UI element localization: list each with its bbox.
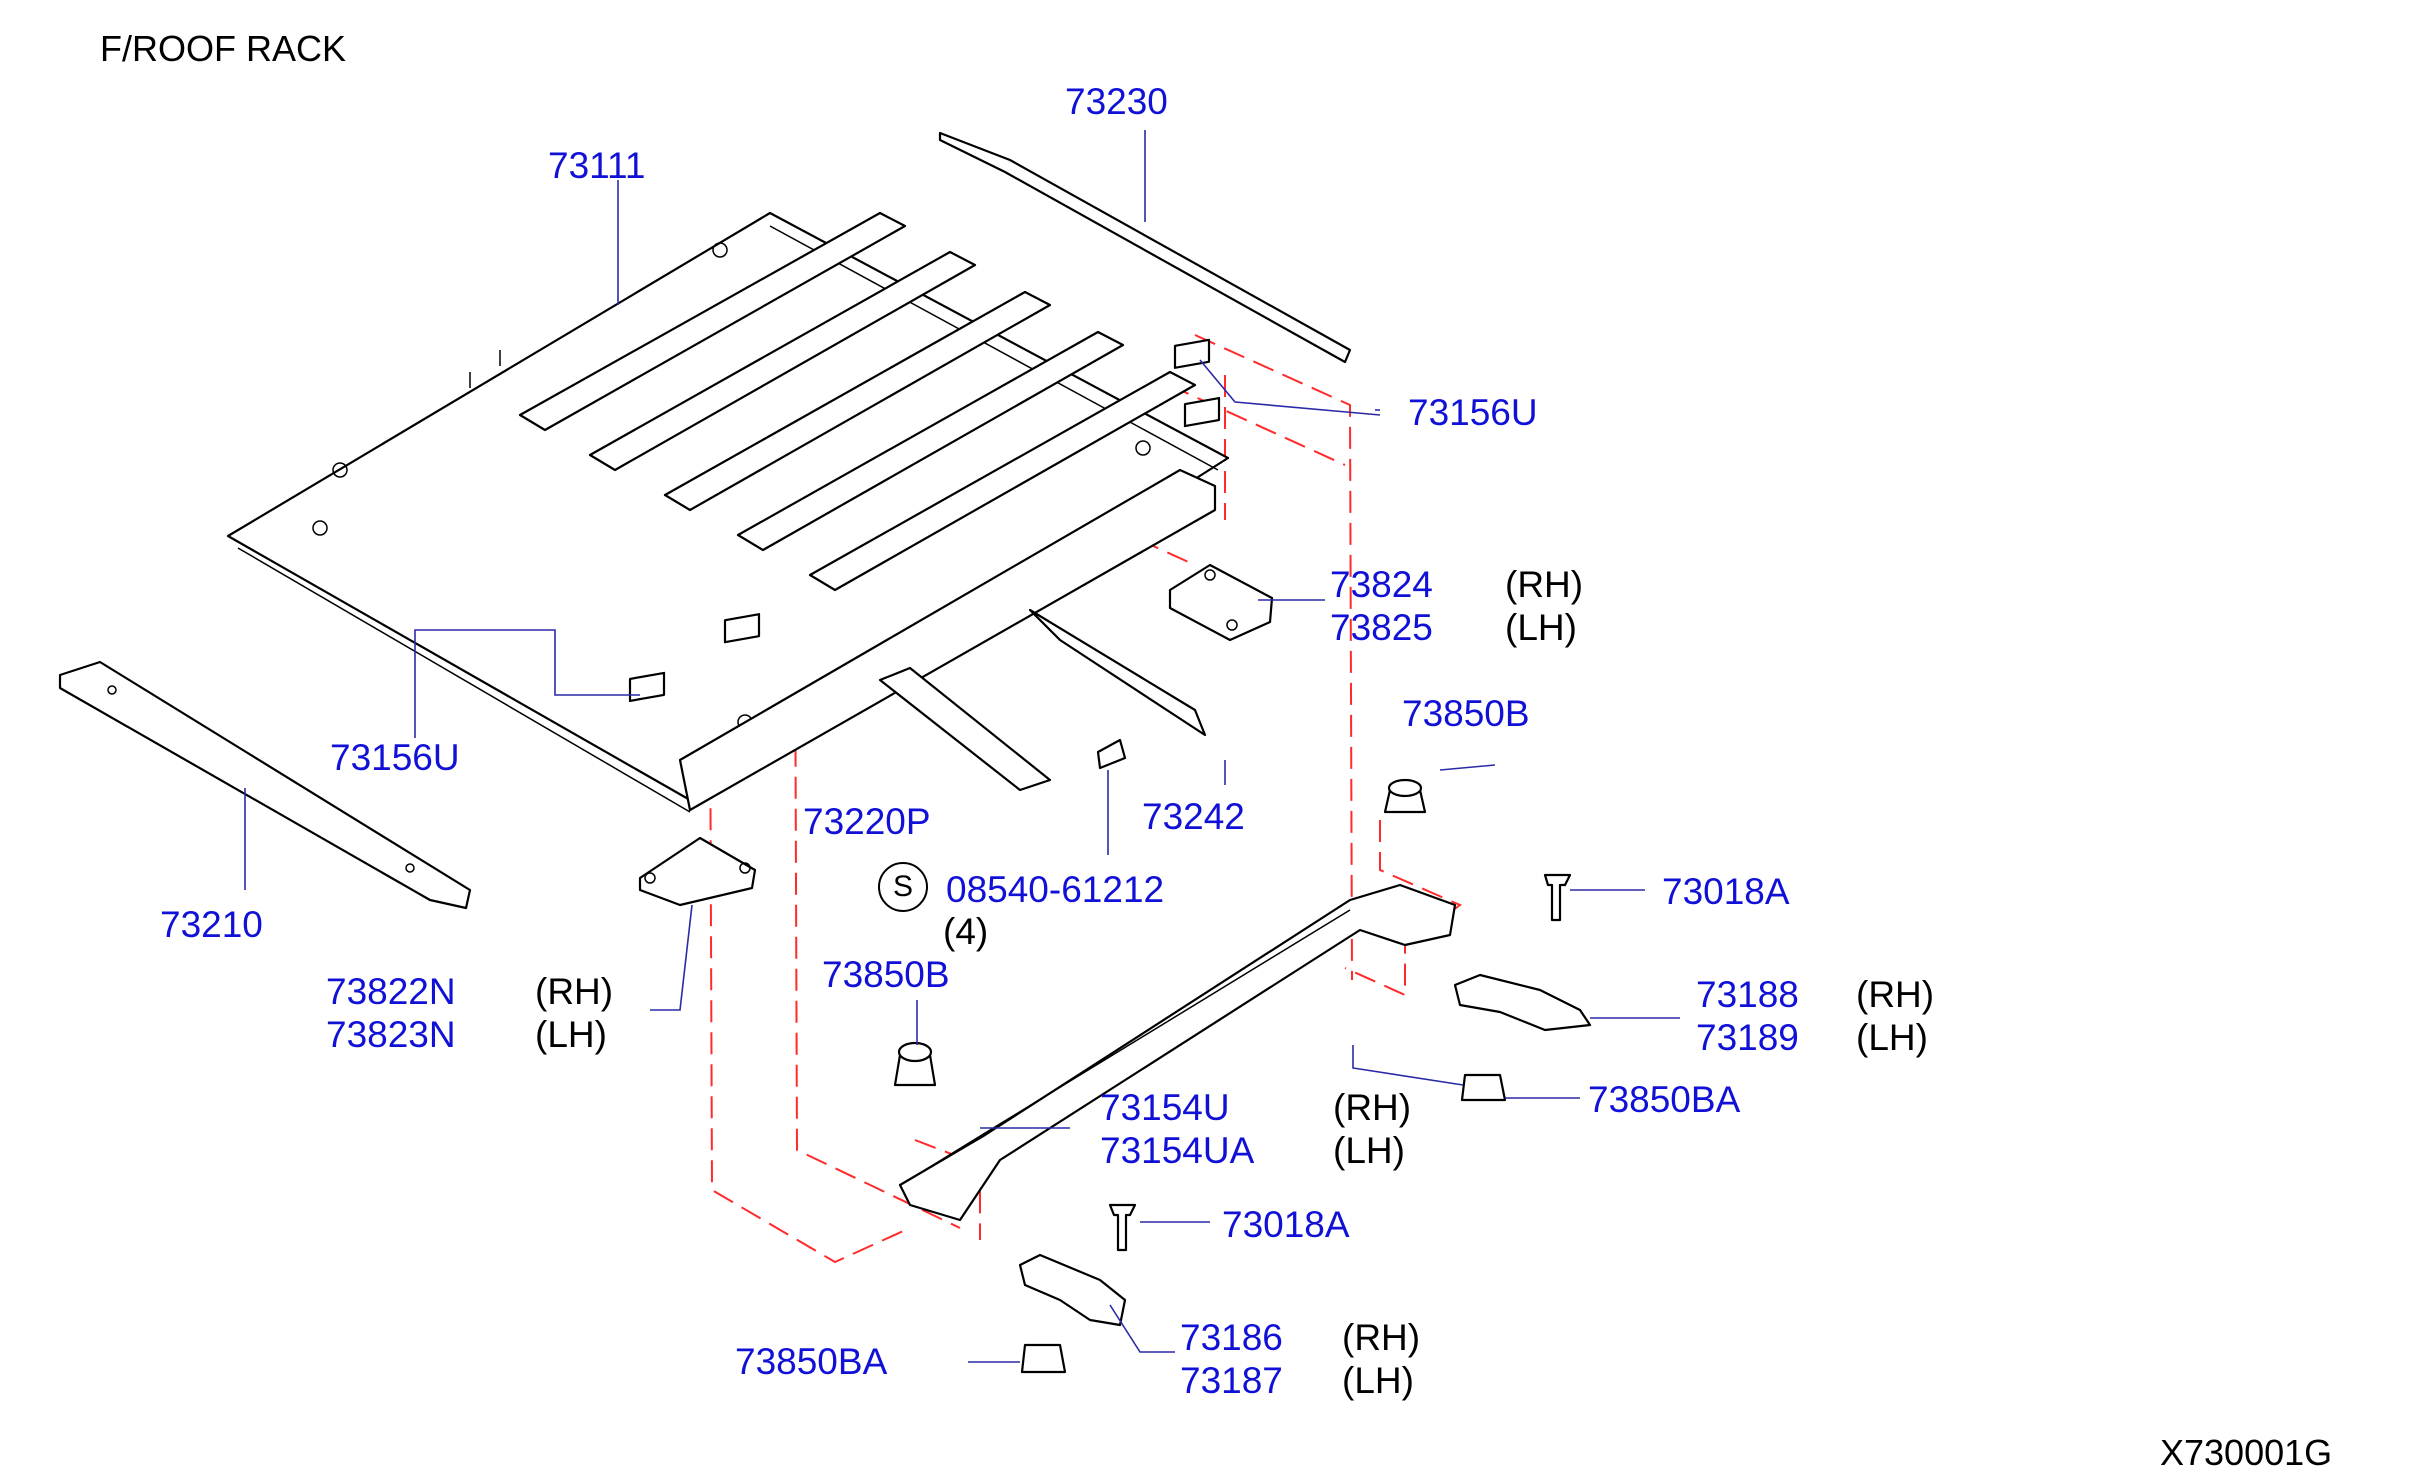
- callout-73154ua[interactable]: 73154UA: [1100, 1130, 1255, 1171]
- callout-73154u[interactable]: 73154U: [1100, 1087, 1230, 1128]
- standard-part-symbol: S: [878, 862, 928, 912]
- front-bracket-left: [638, 836, 757, 907]
- side-rh-73188: (RH): [1856, 974, 1935, 1015]
- side-lh-73187: (LH): [1342, 1360, 1414, 1401]
- callout-73186[interactable]: 73186: [1180, 1317, 1283, 1358]
- callout-73111[interactable]: 73111: [548, 145, 646, 186]
- side-lh-73823n: (LH): [535, 1014, 607, 1055]
- diagram-code: X730001G: [2160, 1432, 2333, 1473]
- callout-73220p[interactable]: 73220P: [803, 801, 931, 842]
- side-rh-73154u: (RH): [1333, 1087, 1412, 1128]
- callout-73823n[interactable]: 73823N: [326, 1014, 456, 1055]
- diagram-title: F/ROOF RACK: [100, 28, 347, 69]
- callout-73822n[interactable]: 73822N: [326, 971, 456, 1012]
- side-rh-73824: (RH): [1505, 564, 1584, 605]
- callout-73210[interactable]: 73210: [160, 904, 263, 945]
- callout-73018a-right[interactable]: 73018A: [1662, 871, 1790, 912]
- callout-73242[interactable]: 73242: [1142, 796, 1245, 837]
- callout-73187[interactable]: 73187: [1180, 1360, 1283, 1401]
- side-rh-73186: (RH): [1342, 1317, 1421, 1358]
- roof-rack-rail: [898, 883, 1457, 1222]
- callout-73850b-top[interactable]: 73850B: [1402, 693, 1530, 734]
- front-bracket-right: [1168, 563, 1274, 642]
- callout-73824[interactable]: 73824: [1330, 564, 1433, 605]
- rear-header: [58, 660, 472, 910]
- front-header-strip: [938, 131, 1352, 364]
- callout-73850b-mid[interactable]: 73850B: [822, 954, 950, 995]
- quantity-label: (4): [943, 911, 989, 952]
- side-lh-73189: (LH): [1856, 1017, 1928, 1058]
- callout-73156u-left[interactable]: 73156U: [330, 737, 460, 778]
- callout-73188[interactable]: 73188: [1696, 974, 1799, 1015]
- fasteners: [893, 738, 1572, 1374]
- callout-73018a-bottom[interactable]: 73018A: [1222, 1204, 1350, 1245]
- callout-73850ba-right[interactable]: 73850BA: [1588, 1079, 1741, 1120]
- callout-73230[interactable]: 73230: [1065, 81, 1168, 122]
- callout-08540-61212[interactable]: 08540-61212: [946, 869, 1165, 910]
- lower-brackets: [1018, 973, 1592, 1327]
- leader-lines: [244, 130, 1680, 1363]
- callout-73850ba-bottom[interactable]: 73850BA: [735, 1341, 888, 1382]
- callout-73156u-right[interactable]: 73156U: [1408, 392, 1538, 433]
- side-lh-73154ua: (LH): [1333, 1130, 1405, 1171]
- callout-73189[interactable]: 73189: [1696, 1017, 1799, 1058]
- side-lh-73825: (LH): [1505, 607, 1577, 648]
- roof-panel: [226, 211, 1230, 813]
- callout-73825[interactable]: 73825: [1330, 607, 1433, 648]
- side-rh-73822n: (RH): [535, 971, 614, 1012]
- pad-parts: [628, 338, 1221, 703]
